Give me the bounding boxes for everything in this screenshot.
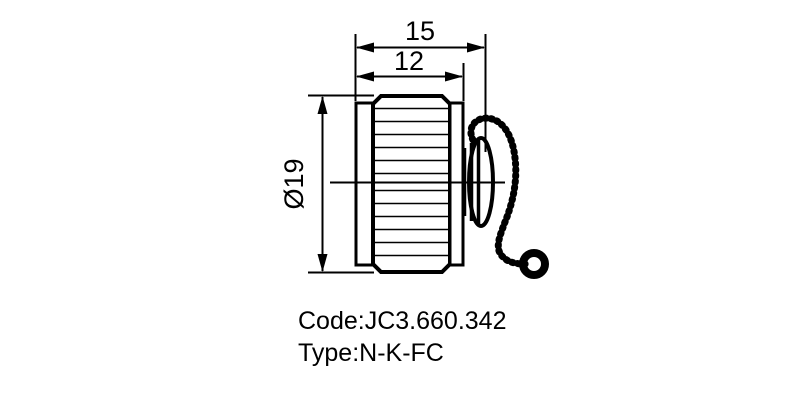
front-collar bbox=[448, 101, 465, 267]
arrowhead-right-12 bbox=[445, 71, 463, 82]
knurl-ridges bbox=[374, 107, 449, 257]
arrowhead-right-15 bbox=[467, 42, 485, 53]
retaining-chain bbox=[467, 114, 549, 279]
arrowhead-left-15 bbox=[356, 42, 374, 53]
dimension-15: 15 bbox=[356, 16, 485, 53]
arrowhead-bottom-diameter bbox=[317, 254, 328, 272]
caption-type: Type:N-K-FC bbox=[298, 339, 444, 367]
dimension-label-12: 12 bbox=[394, 46, 424, 76]
caption-code: Code:JC3.660.342 bbox=[298, 307, 507, 335]
dimension-label-15: 15 bbox=[405, 16, 435, 46]
dimension-12: 12 bbox=[356, 46, 463, 82]
extension-lines bbox=[308, 34, 487, 274]
arrowhead-top-diameter bbox=[317, 96, 328, 114]
knurled-nut bbox=[371, 94, 452, 274]
rear-collar bbox=[354, 101, 375, 267]
dimension-diameter-19: Ø19 bbox=[279, 96, 328, 272]
chain-path-core bbox=[469, 116, 528, 266]
chain-ring-icon bbox=[519, 249, 549, 279]
caption-block: Code:JC3.660.342 Type:N-K-FC bbox=[298, 305, 506, 369]
connector-body bbox=[354, 94, 465, 274]
arrowhead-left-12 bbox=[356, 71, 374, 82]
dimension-label-diameter: Ø19 bbox=[279, 158, 309, 209]
